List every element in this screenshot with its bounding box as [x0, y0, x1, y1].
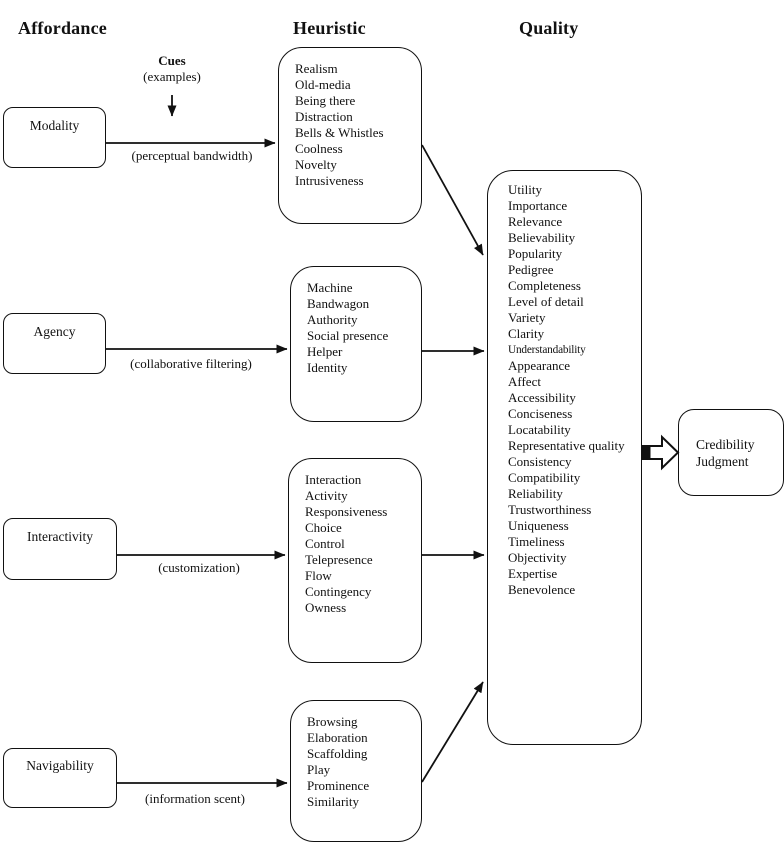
- arrow-modality-heuristics-to-quality: [421, 144, 484, 256]
- heuristic-item: Realism: [295, 61, 338, 76]
- column-header-quality: Quality: [519, 18, 579, 38]
- heuristic-item: Telepresence: [305, 552, 373, 567]
- cues-title: Cues: [158, 53, 186, 68]
- heuristic-item: Scaffolding: [307, 746, 368, 761]
- block-arrow-tail-bar: [641, 445, 651, 460]
- heuristic-item: Browsing: [307, 714, 358, 729]
- quality-item: Reliability: [508, 486, 563, 501]
- block-arrow-quality-to-credibility: [641, 434, 680, 471]
- heuristic-item: Owness: [305, 600, 347, 615]
- quality-item: Pedigree: [508, 262, 554, 277]
- heuristic-item: Intrusiveness: [295, 173, 364, 188]
- heuristic-item: Elaboration: [307, 730, 368, 745]
- heuristic-item: Authority: [307, 312, 358, 327]
- affordance-box-navigability: Navigability: [3, 748, 117, 808]
- affordance-box-modality: Modality: [3, 107, 106, 168]
- credibility-judgment-box: Credibility Judgment: [678, 409, 784, 496]
- heuristic-item: Contingency: [305, 584, 372, 599]
- heuristic-item: Bells & Whistles: [295, 125, 384, 140]
- quality-item: Compatibility: [508, 470, 581, 485]
- quality-item: Representative quality: [508, 438, 625, 453]
- quality-item: Consistency: [508, 454, 572, 469]
- heuristic-item: Choice: [305, 520, 342, 535]
- heuristic-item: Social presence: [307, 328, 389, 343]
- heuristic-item: Helper: [307, 344, 343, 359]
- quality-item: Uniqueness: [508, 518, 569, 533]
- heuristic-item: Interaction: [305, 472, 362, 487]
- cue-label-agency: (collaborative filtering): [130, 356, 252, 371]
- heuristic-item: Prominence: [307, 778, 370, 793]
- heuristic-item: Novelty: [295, 157, 337, 172]
- quality-item: Understandability: [508, 344, 586, 356]
- heuristic-item: Machine: [307, 280, 353, 295]
- column-header-affordance: Affordance: [18, 18, 107, 38]
- heuristic-item: Identity: [307, 360, 348, 375]
- quality-item: Timeliness: [508, 534, 565, 549]
- heuristic-item: Flow: [305, 568, 332, 583]
- heuristic-item: Distraction: [295, 109, 353, 124]
- quality-item: Completeness: [508, 278, 581, 293]
- quality-item: Level of detail: [508, 294, 584, 309]
- heuristic-item: Responsiveness: [305, 504, 388, 519]
- credibility-line1: Credibility: [696, 436, 755, 452]
- affordance-box-agency: Agency: [3, 313, 106, 374]
- credibility-line2: Judgment: [696, 453, 749, 469]
- quality-item: Believability: [508, 230, 576, 245]
- cues-subtitle: (examples): [143, 69, 201, 84]
- column-header-heuristic: Heuristic: [293, 18, 366, 38]
- heuristic-item: Old-media: [295, 77, 351, 92]
- heuristic-item: Being there: [295, 93, 356, 108]
- quality-item: Relevance: [508, 214, 563, 229]
- quality-item: Appearance: [508, 358, 571, 373]
- cue-label-navigability: (information scent): [145, 791, 245, 806]
- affordance-box-interactivity: Interactivity: [3, 518, 117, 580]
- affordance-label: Interactivity: [27, 529, 93, 544]
- cue-label-interactivity: (customization): [158, 560, 240, 575]
- quality-item: Clarity: [508, 326, 545, 341]
- quality-item: Utility: [508, 182, 542, 197]
- affordance-label: Agency: [33, 323, 76, 339]
- heuristic-item: Activity: [305, 488, 348, 503]
- quality-item: Objectivity: [508, 550, 567, 565]
- affordance-label: Modality: [29, 117, 80, 133]
- heuristic-item: Control: [305, 536, 345, 551]
- heuristic-item: Bandwagon: [307, 296, 370, 311]
- heuristic-item: Similarity: [307, 794, 359, 809]
- heuristic-item: Play: [307, 762, 331, 777]
- arrow-navigability-heuristics-to-quality: [421, 681, 484, 783]
- quality-item: Importance: [508, 198, 568, 213]
- quality-item: Trustworthiness: [508, 502, 592, 517]
- heuristic-item: Coolness: [295, 141, 343, 156]
- quality-item: Accessibility: [508, 390, 576, 405]
- quality-item: Expertise: [508, 566, 558, 581]
- quality-item: Popularity: [508, 246, 563, 261]
- quality-item: Affect: [508, 374, 541, 389]
- cue-label-modality: (perceptual bandwidth): [131, 148, 253, 163]
- quality-item: Locatability: [508, 422, 571, 437]
- quality-item: Variety: [508, 310, 546, 325]
- quality-item: Benevolence: [508, 582, 576, 597]
- affordance-label: Navigability: [26, 758, 94, 773]
- quality-item: Conciseness: [508, 406, 573, 421]
